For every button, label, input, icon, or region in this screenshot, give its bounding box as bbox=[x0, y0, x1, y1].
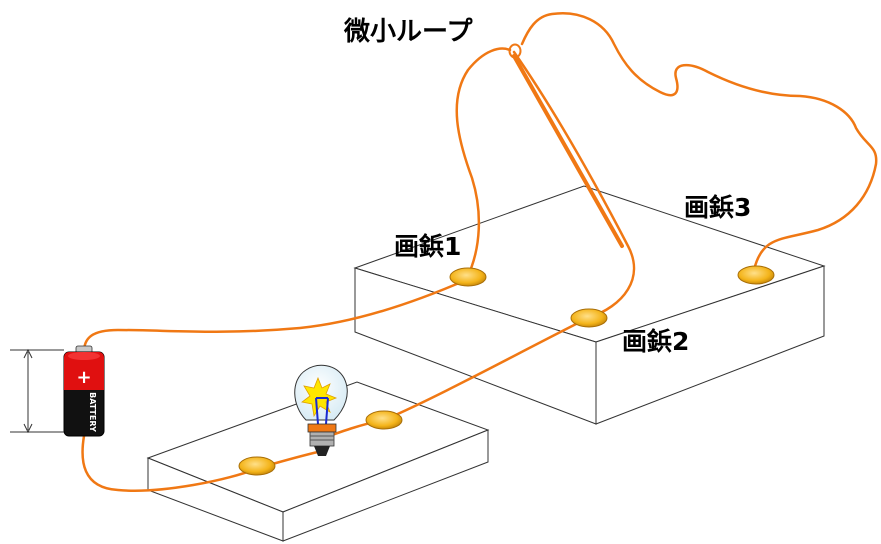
height-dimension-marker bbox=[10, 348, 64, 434]
label-pin1: 画鋲1 bbox=[394, 232, 461, 261]
label-micro-loop: 微小ループ bbox=[343, 16, 473, 47]
wire-needle bbox=[512, 54, 624, 248]
wire-right-pin-to-pin2 bbox=[382, 316, 590, 422]
large-board bbox=[353, 185, 826, 425]
battery-brand-label: BATTERY bbox=[88, 392, 97, 432]
thumbtack-pin2 bbox=[570, 308, 608, 328]
wire-pin2-to-loop bbox=[512, 50, 636, 320]
light-bulb-icon bbox=[294, 364, 348, 456]
battery-icon: + BATTERY bbox=[63, 345, 105, 437]
wires bbox=[81, 12, 878, 492]
wire-battery-to-pin1 bbox=[82, 278, 468, 354]
thumbtack-pin1 bbox=[449, 267, 487, 287]
battery-plus-label: + bbox=[76, 367, 91, 388]
label-pin3: 画鋲3 bbox=[684, 193, 751, 222]
wire-battery-to-left-pin bbox=[81, 434, 260, 492]
thumbtack-small-left bbox=[238, 456, 276, 476]
thumbtack-pin3 bbox=[737, 265, 775, 285]
thumbtack-small-right bbox=[365, 410, 403, 430]
label-pin2: 画鋲2 bbox=[622, 327, 689, 356]
wire-pin1-to-loop bbox=[455, 47, 512, 282]
micro-loop bbox=[508, 43, 522, 59]
wire-loop-to-pin3 bbox=[520, 12, 878, 272]
